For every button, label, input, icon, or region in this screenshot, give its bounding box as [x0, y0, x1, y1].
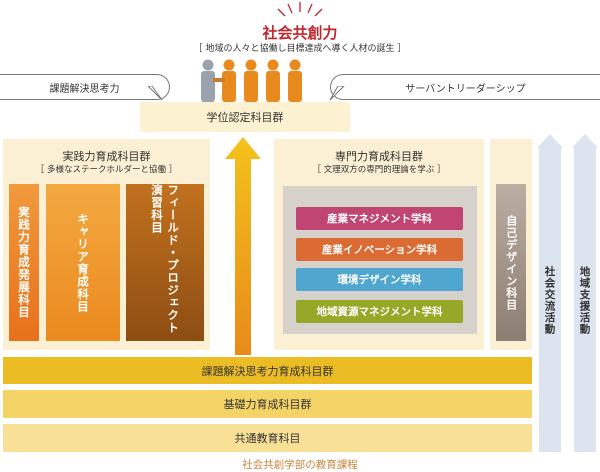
dept-industrial-innovation: 産業イノベーション学科	[296, 238, 463, 261]
practical-advanced-course: 実践力育成発展科目	[9, 184, 39, 341]
degree-course-box: 学位認定科目群	[140, 102, 350, 132]
self-design-course: 自己デザイン科目	[496, 184, 526, 341]
foundation-course-bar: 基礎力育成科目群	[3, 390, 532, 418]
bubble-tail-right	[329, 86, 345, 101]
page-title: 社会共創力	[262, 24, 338, 42]
specialty-subtitle: ［ 文理双方の専門的理論を学ぶ ］	[312, 165, 446, 175]
burst-decoration	[277, 2, 323, 17]
practical-title: 実践力育成科目群	[62, 150, 151, 163]
social-exchange-activity: 社会交流活動	[543, 265, 556, 335]
problem-solving-course-bar: 課題解決思考力育成科目群	[3, 357, 532, 384]
career-course: キャリア育成科目	[46, 184, 120, 341]
diagram-caption: 社会共創学部の教育課程	[242, 459, 358, 471]
regional-support-activity: 地域支援活動	[578, 265, 591, 335]
page-subtitle: ［ 地域の人々と協働し目標達成へ導く人材の誕生 ］	[193, 44, 407, 54]
bubble-tail-left	[148, 86, 163, 101]
people-icon	[201, 59, 302, 102]
side-activity-arrows	[537, 134, 598, 452]
dept-industrial-management: 産業マネジメント学科	[296, 207, 463, 230]
skill-bubble-right: サーバントリーダーシップ	[330, 74, 600, 100]
practical-subtitle: ［ 多様なステークホルダーと協働 ］	[35, 165, 178, 175]
skill-bubble-left: 課題解決思考力	[0, 74, 170, 100]
general-education-bar: 共通教育科目	[3, 424, 532, 452]
specialty-title: 専門力育成科目群	[335, 150, 423, 163]
up-arrow-icon	[225, 137, 261, 355]
dept-regional-resource-management: 地域資源マネジメント学科	[296, 300, 463, 323]
dept-environmental-design: 環境デザイン学科	[296, 268, 463, 291]
field-project-course: フィールド・プロジェクト演習科目	[126, 184, 204, 341]
